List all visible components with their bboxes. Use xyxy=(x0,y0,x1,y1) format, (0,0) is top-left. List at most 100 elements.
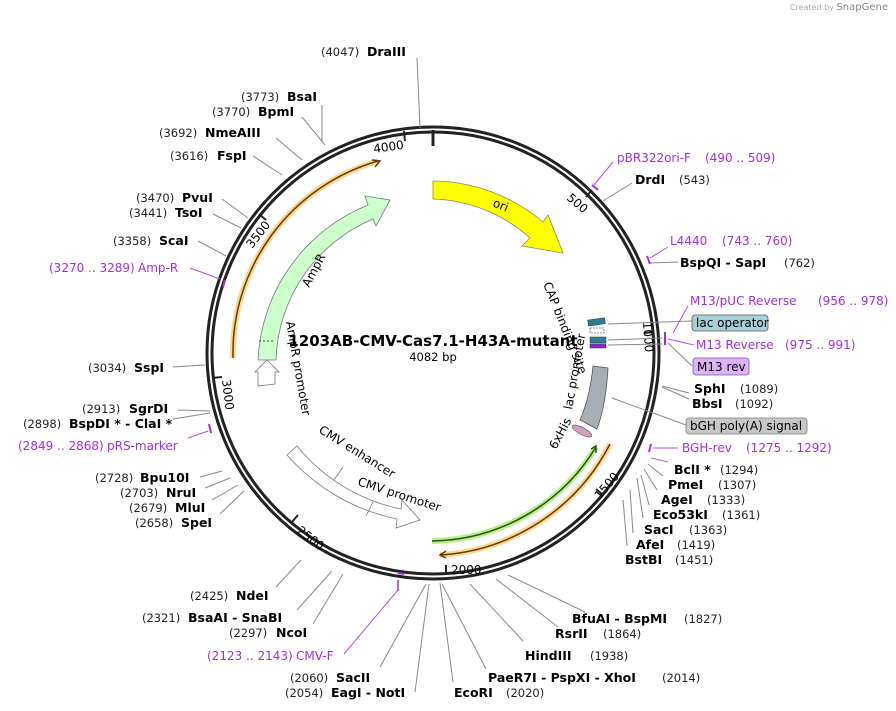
site-label-sacii[interactable]: (2060) SacII xyxy=(290,670,370,685)
box-bgh-polya[interactable]: bGH poly(A) signal xyxy=(685,417,808,435)
site-label-pmei[interactable]: PmeI (1307) xyxy=(668,477,756,492)
site-label-fspi[interactable]: (3616) FspI xyxy=(170,148,247,163)
site-name: BbsI xyxy=(692,396,723,411)
primer-label-prs-marker[interactable]: (2849 .. 2868) pRS-marker xyxy=(18,439,178,453)
site-label-hindiii[interactable]: HindIII (1938) xyxy=(525,648,628,663)
feature-cmv[interactable]: CMV enhancer CMV promoter xyxy=(286,423,443,529)
primer-leaders xyxy=(187,161,695,655)
site-position: (543) xyxy=(679,173,710,187)
site-leaders xyxy=(172,57,690,693)
site-label-afei[interactable]: AfeI (1419) xyxy=(636,537,715,552)
orf-arc-orange-bottom[interactable] xyxy=(438,442,613,559)
primer-label-m13-puc-reverse[interactable]: M13/pUC Reverse (956 .. 978) xyxy=(690,294,888,308)
primer-label-l4440[interactable]: L4440 (743 .. 760) xyxy=(670,234,792,248)
site-label-ecori[interactable]: EcoRI (2020) xyxy=(454,685,544,700)
site-name: BfuAI - BspMI xyxy=(572,611,667,626)
snapgene-credit: Created by SnapGene xyxy=(790,2,888,13)
site-label-nmeaiii[interactable]: (3692) NmeAIII xyxy=(159,125,261,140)
site-label-bsaai-snabi[interactable]: (2321) BsaAI - SnaBI xyxy=(142,610,282,625)
site-label-agei[interactable]: AgeI (1333) xyxy=(661,492,745,507)
site-label-sgrdi[interactable]: (2913) SgrDI xyxy=(82,401,168,416)
site-label-eco53ki[interactable]: Eco53kI (1361) xyxy=(653,507,760,522)
site-label-pvui[interactable]: (3470) PvuI xyxy=(136,190,213,205)
site-label-bspqi-sapi[interactable]: BspQI - SapI (762) xyxy=(680,255,815,270)
tick-2000: 2000 xyxy=(451,563,482,577)
primer-label-m13-reverse[interactable]: M13 Reverse (975 .. 991) xyxy=(696,338,855,352)
site-label-bpu10i[interactable]: (2728) Bpu10I xyxy=(95,470,189,485)
site-label-ncoi[interactable]: (2297) NcoI xyxy=(229,625,307,640)
site-label-sphi[interactable]: SphI (1089) xyxy=(694,381,778,396)
site-name: AgeI xyxy=(661,492,693,507)
site-label-nrui[interactable]: (2703) NruI xyxy=(120,485,196,500)
site-name: NruI xyxy=(166,485,196,500)
site-position: (2425) xyxy=(190,589,228,603)
site-label-saci[interactable]: SacI (1363) xyxy=(644,522,727,537)
primer-text: (956 .. 978) xyxy=(818,294,888,308)
site-label-bcli[interactable]: BclI * (1294) xyxy=(674,462,758,477)
primer-label-pbr322ori-f[interactable]: pBR322ori-F (490 .. 509) xyxy=(617,151,775,165)
primer-text: L4440 xyxy=(670,234,707,248)
primer-text: M13 Reverse xyxy=(696,338,774,352)
credit-prefix: Created by xyxy=(789,3,834,12)
site-label-tsoi[interactable]: (3441) TsoI xyxy=(129,205,203,220)
primer-label-amp-r[interactable]: (3270 .. 3289) Amp-R xyxy=(49,261,178,275)
site-name: SacII xyxy=(336,670,370,685)
site-label-draiii[interactable]: (4047) DraIII xyxy=(321,44,406,59)
site-label-bfuai-bspmi[interactable]: BfuAI - BspMI (1827) xyxy=(572,611,722,626)
site-name: BspDI * - ClaI * xyxy=(69,416,173,431)
site-position: (2054) xyxy=(285,686,323,700)
site-name: BclI * xyxy=(674,462,711,477)
site-name: SpeI xyxy=(181,515,212,530)
site-name: BsaI xyxy=(287,89,317,104)
site-position: (2898) xyxy=(23,417,61,431)
site-position: (1307) xyxy=(718,478,756,492)
site-position: (2679) xyxy=(129,501,167,515)
site-position: (2658) xyxy=(135,516,173,530)
site-position: (2014) xyxy=(662,671,700,685)
site-position: (3470) xyxy=(136,191,174,205)
site-position: (2060) xyxy=(290,671,328,685)
site-name: ScaI xyxy=(159,233,189,248)
site-label-sspi[interactable]: (3034) SspI xyxy=(88,360,164,375)
site-name: BspQI - SapI xyxy=(680,255,766,270)
primer-text: BGH-rev xyxy=(682,441,732,455)
site-position: (1363) xyxy=(689,523,727,537)
orf-arc-green[interactable] xyxy=(431,444,599,544)
cmv-enhancer-label: CMV enhancer xyxy=(316,423,397,481)
primer-label-bgh-rev[interactable]: BGH-rev (1275 .. 1292) xyxy=(682,441,832,455)
orf-arc-orange-top[interactable] xyxy=(229,158,382,359)
site-label-bspdi-clai[interactable]: (2898) BspDI * - ClaI * xyxy=(23,416,173,431)
primer-text: (2123 .. 2143) xyxy=(207,649,293,663)
tick-3000: 3000 xyxy=(219,379,237,411)
site-name: SacI xyxy=(644,522,674,537)
site-label-bsai[interactable]: (3773) BsaI xyxy=(241,89,317,104)
feature-ori[interactable]: ori xyxy=(432,180,564,254)
site-position: (2020) xyxy=(506,686,544,700)
site-label-scai[interactable]: (3358) ScaI xyxy=(113,233,189,248)
box-m13-rev[interactable]: M13 rev xyxy=(692,357,750,376)
site-label-ndei[interactable]: (2425) NdeI xyxy=(190,588,269,603)
primer-text: (975 .. 991) xyxy=(785,338,855,352)
primer-label-cmv-f[interactable]: (2123 .. 2143) CMV-F xyxy=(207,649,334,663)
site-label-bbsi[interactable]: BbsI (1092) xyxy=(692,396,773,411)
site-label-drdi[interactable]: DrdI (543) xyxy=(635,172,710,187)
site-label-bstbi[interactable]: BstBI (1451) xyxy=(625,552,713,567)
site-position: (1827) xyxy=(684,612,722,626)
site-position: (1089) xyxy=(740,382,778,396)
site-label-mlui[interactable]: (2679) MluI xyxy=(129,500,205,515)
site-name: NmeAIII xyxy=(205,125,261,140)
box-leaders xyxy=(607,320,693,426)
site-position: (1864) xyxy=(603,627,641,641)
site-label-spei[interactable]: (2658) SpeI xyxy=(135,515,212,530)
box-lac-operator[interactable]: lac operator xyxy=(691,314,769,332)
site-label-eagi-noti[interactable]: (2054) EagI - NotI xyxy=(285,685,405,700)
site-position: (4047) xyxy=(321,45,359,59)
site-label-paer7i-pspxi-xhoi[interactable]: PaeR7I - PspXI - XhoI (2014) xyxy=(488,670,700,685)
site-name: SspI xyxy=(134,360,164,375)
site-label-bpmi[interactable]: (3770) BpmI xyxy=(212,104,294,119)
site-label-rsrii[interactable]: RsrII (1864) xyxy=(555,626,641,641)
plasmid-length: 4082 bp xyxy=(409,350,457,364)
site-position: (3616) xyxy=(170,149,208,163)
site-position: (1419) xyxy=(677,538,715,552)
